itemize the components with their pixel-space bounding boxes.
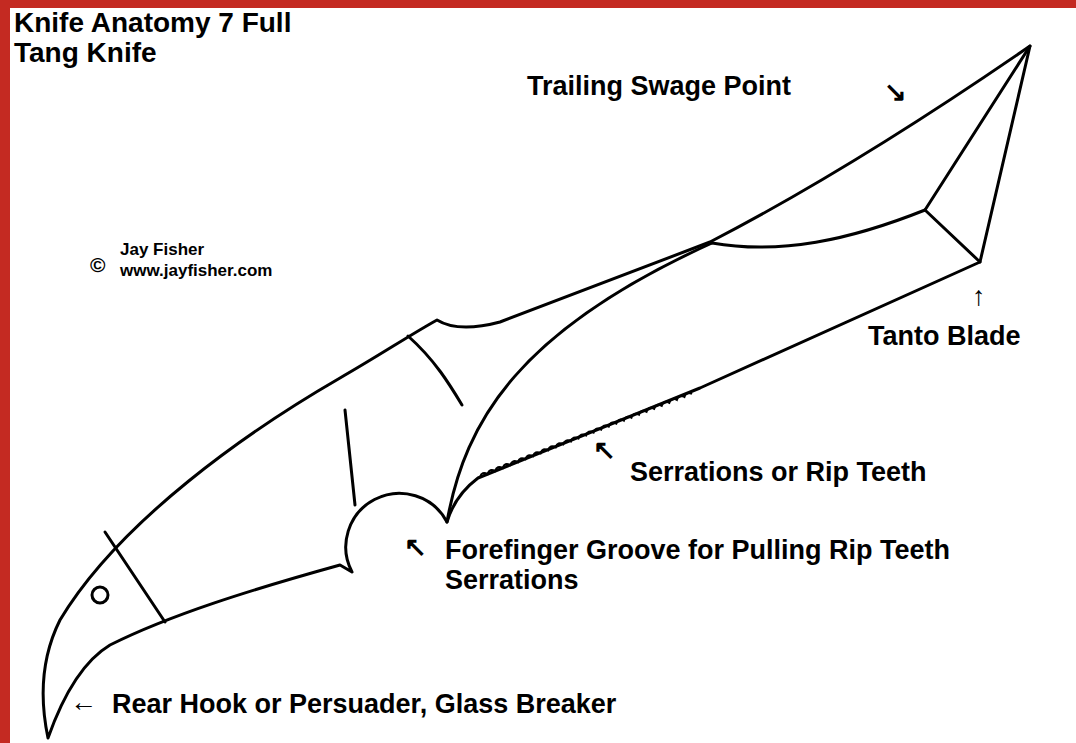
arrow-glyph: ↑ [972,282,986,312]
bolster-line [345,410,355,505]
part-label: Trailing Swage Point [527,72,791,102]
part-label: Tanto Blade [868,322,1021,352]
tip-bevel-line [925,46,1030,210]
knife-outline [43,46,1030,738]
arrow-glyph: ↖ [593,436,616,466]
part-label: Rear Hook or Persuader, Glass Breaker [112,690,616,720]
website: www.jayfisher.com [120,262,272,281]
guard-line [408,336,462,405]
lanyard-hole [92,587,108,603]
butt-line [105,532,165,622]
arrow-glyph: ↖ [404,533,427,563]
copyright-sign: © [90,253,105,276]
white-ground [10,8,1076,743]
part-label: Serrations or Rip Teeth [630,458,927,488]
swage-line [712,210,925,247]
part-label: Forefinger Groove for Pulling Rip Teeth … [445,536,1035,595]
author-name: Jay Fisher [120,241,204,260]
arrow-glyph: ← [70,688,97,718]
arrow-glyph: ↘ [884,78,907,108]
tanto-line [925,210,980,262]
diagram-title: Knife Anatomy 7 Full Tang Knife [14,8,304,68]
